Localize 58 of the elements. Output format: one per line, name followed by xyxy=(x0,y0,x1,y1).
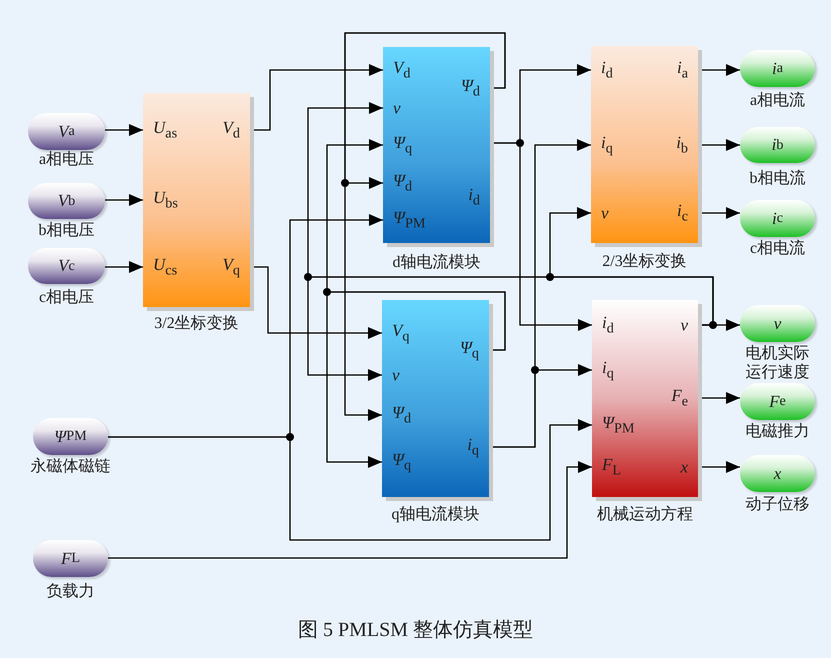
port-label: i$_{d}$ xyxy=(468,186,480,208)
port-label: Ψ$_{d}$ xyxy=(460,77,480,99)
block-caption: 3/2坐标变换 xyxy=(153,314,240,334)
port-label: i$_{c}$ xyxy=(676,202,688,224)
arrow xyxy=(326,291,506,468)
block-caption: 永磁体磁链 xyxy=(30,456,112,477)
port-label: v xyxy=(601,204,609,222)
arrow xyxy=(307,276,714,381)
port-label: i$_{d}$ xyxy=(602,314,614,336)
output-terminal: x xyxy=(740,455,815,492)
block-caption: 动子位移 xyxy=(744,495,810,515)
port-label: i$_{b}$ xyxy=(676,134,688,156)
figure-caption: 图 5 PMLSM 整体仿真模型 xyxy=(296,618,534,643)
port-label: Ψ$_{d}$ xyxy=(393,172,412,194)
port-label: U$_{as}$ xyxy=(153,119,178,141)
port-label: F$_{e}$ xyxy=(671,387,688,409)
port-label: F$_{L}$ xyxy=(602,456,622,478)
port-label: i$_{q}$ xyxy=(602,359,614,381)
port-label: i$_{a}$ xyxy=(676,59,688,81)
port-label: Ψ$_{q}$ xyxy=(392,451,412,473)
port-label: Ψ$_{PM}$ xyxy=(602,414,634,436)
block-caption: 电磁推力 xyxy=(744,422,810,442)
port-label: V$_{d}$ xyxy=(222,119,240,141)
arrow xyxy=(105,194,143,206)
port-label: x xyxy=(680,458,688,476)
arrow xyxy=(344,32,506,421)
port-label: V$_{q}$ xyxy=(222,256,240,278)
block-caption: a相电流 xyxy=(748,90,806,111)
port-label: V$_{q}$ xyxy=(392,322,410,344)
port-label: Ψ$_{q}$ xyxy=(460,339,479,361)
arrow xyxy=(108,419,592,541)
block-caption: c相电流 xyxy=(748,238,806,259)
block-caption: q轴电流模块 xyxy=(390,504,480,525)
port-label: Ψ$_{q}$ xyxy=(393,134,412,156)
block-caption: b相电流 xyxy=(748,168,806,189)
port-label: v xyxy=(392,366,400,384)
block-caption: c相电压 xyxy=(38,288,96,308)
block-caption: a相电压 xyxy=(38,150,96,170)
block-caption: 电机实际运行速度 xyxy=(744,344,810,382)
port-label: Ψ$_{d}$ xyxy=(392,404,412,426)
block-caption: 机械运动方程 xyxy=(596,504,694,525)
port-label: v xyxy=(393,100,401,116)
port-label: i$_{q}$ xyxy=(601,134,613,156)
block-caption: b相电压 xyxy=(38,220,96,241)
port-label: i$_{q}$ xyxy=(467,436,479,458)
port-label: U$_{bs}$ xyxy=(153,189,178,211)
arrow xyxy=(105,261,143,273)
output-terminal: v xyxy=(740,305,815,342)
block-caption: 2/3坐标变换 xyxy=(601,252,688,272)
port-label: U$_{cs}$ xyxy=(153,256,178,278)
port-label: i$_{d}$ xyxy=(601,59,613,81)
block-caption: 负载力 xyxy=(46,582,96,602)
port-label: V$_{d}$ xyxy=(393,59,410,81)
arrow xyxy=(105,124,143,136)
port-label: v xyxy=(680,316,688,334)
arrow xyxy=(108,461,592,559)
block-caption: d轴电流模块 xyxy=(392,252,482,273)
port-label: Ψ$_{PM}$ xyxy=(393,209,426,231)
